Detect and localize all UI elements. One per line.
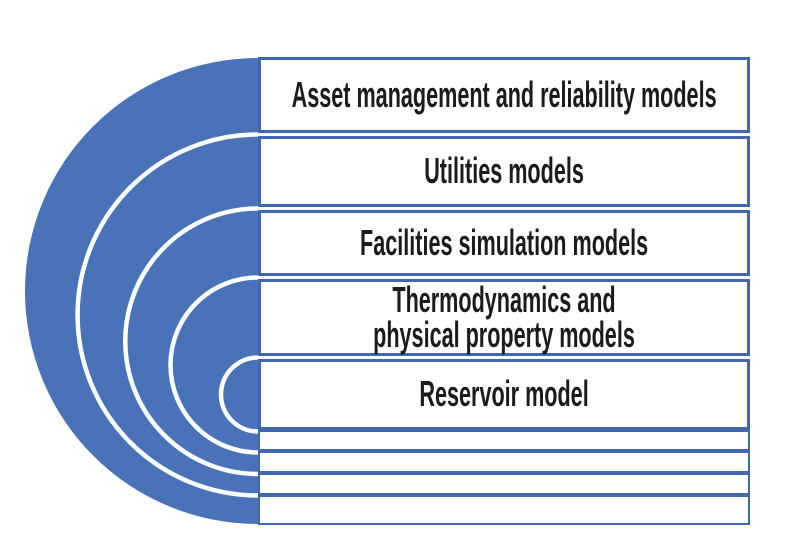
- layer-box-thermodynamics: Thermodynamics and physical property mod…: [258, 279, 750, 356]
- ring-separator-arc-2: [123, 206, 259, 477]
- layer-box-utilities: Utilities models: [258, 136, 750, 207]
- layer-label-thermodynamics: Thermodynamics and physical property mod…: [373, 279, 635, 355]
- layer-box-reservoir: Reservoir model: [258, 359, 750, 430]
- layer-label-asset-management: Asset management and reliability models: [291, 73, 717, 115]
- ring-separator-arc-3: [168, 275, 259, 455]
- layer-label-reservoir: Reservoir model: [419, 373, 589, 415]
- outer-semicircle-ring: [25, 58, 258, 524]
- layer-label-facilities-simulation: Facilities simulation models: [359, 221, 649, 263]
- layer-box-asset-management: Asset management and reliability models: [258, 57, 750, 133]
- ring-separator-arc-4: [218, 355, 259, 434]
- layer-box-facilities-simulation: Facilities simulation models: [258, 210, 750, 276]
- layer-label-utilities: Utilities models: [424, 150, 584, 192]
- ring-separator-arc-1: [75, 132, 259, 498]
- return-bar-facilities: [258, 451, 750, 473]
- return-bar-utilities: [258, 473, 750, 495]
- return-bar-thermodynamics: [258, 430, 750, 451]
- return-bar-asset-management: [258, 495, 750, 525]
